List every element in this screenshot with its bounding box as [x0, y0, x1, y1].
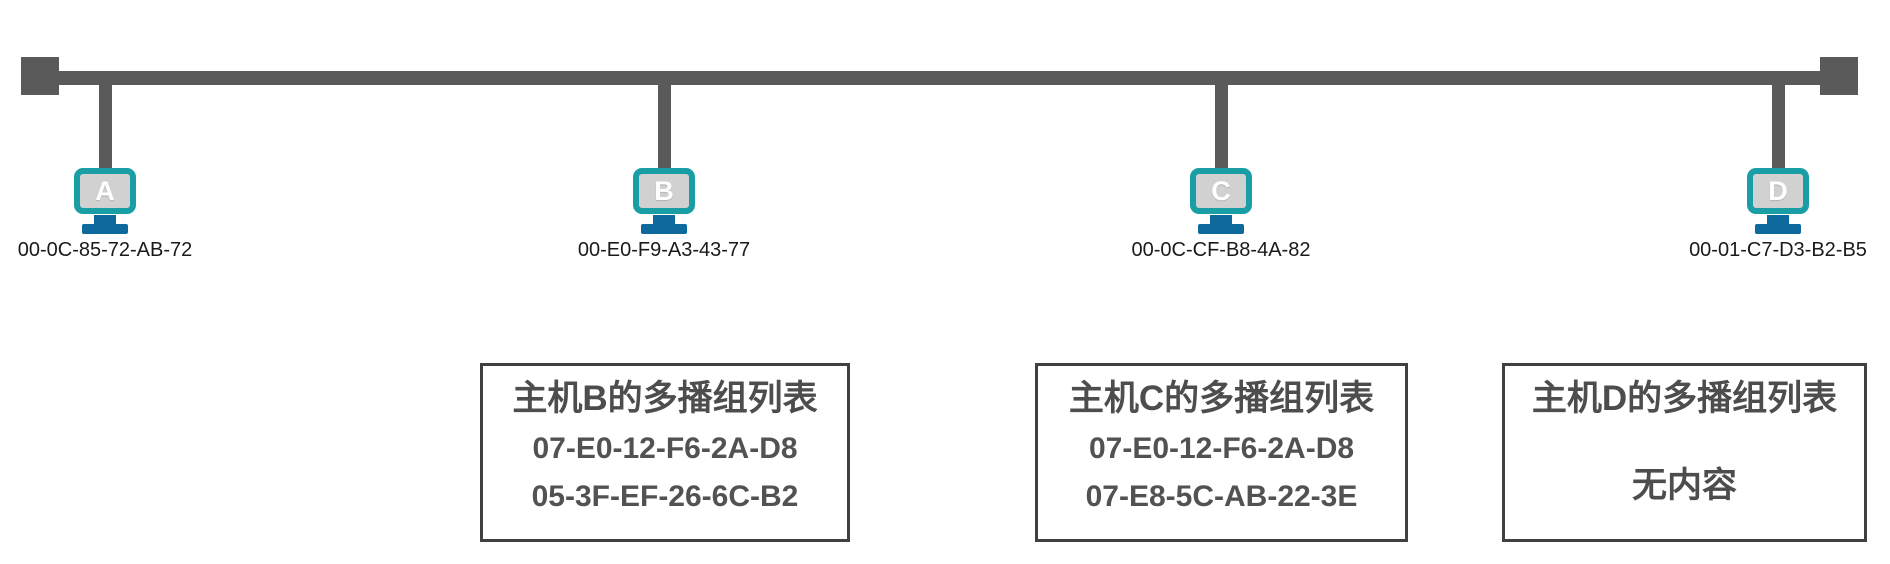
multicast-list-title-c: 主机C的多播组列表: [1068, 379, 1375, 418]
host-b: B 00-E0-F9-A3-43-77: [554, 78, 774, 262]
host-c-label: C: [1211, 175, 1231, 206]
multicast-group-address: 07-E8-5C-AB-22-3E: [1085, 480, 1358, 513]
host-d: D 00-01-C7-D3-B2-B5: [1668, 78, 1888, 262]
bus-terminator-right-icon: [1820, 57, 1858, 95]
host-a-label: A: [95, 175, 115, 206]
multicast-group-address: 05-3F-EF-26-6C-B2: [531, 480, 799, 513]
multicast-group-address: 07-E0-12-F6-2A-D8: [532, 432, 798, 465]
host-d-pc-stand-base: [1755, 224, 1801, 234]
host-a-drop-cable: [98, 78, 112, 168]
host-c-pc-icon: C: [1190, 168, 1252, 214]
host-c-drop-cable: [1214, 78, 1228, 168]
bus-cable: [30, 71, 1848, 85]
host-b-mac-address: 00-E0-F9-A3-43-77: [577, 239, 751, 261]
multicast-list-title-b: 主机B的多播组列表: [512, 379, 818, 418]
host-c-pc-stand-neck: [1210, 215, 1232, 224]
host-b-pc-icon: B: [633, 168, 695, 214]
host-b-pc-stand-base: [641, 224, 687, 234]
host-b-label: B: [654, 175, 674, 206]
host-a-pc-stand-base: [82, 224, 128, 234]
multicast-list-box-host-c: 主机C的多播组列表 07-E0-12-F6-2A-D8 07-E8-5C-AB-…: [1035, 363, 1408, 542]
host-a-mac-address: 00-0C-85-72-AB-72: [17, 239, 193, 261]
host-c-mac-address: 00-0C-CF-B8-4A-82: [1131, 239, 1311, 261]
multicast-list-box-host-d: 主机D的多播组列表 无内容: [1502, 363, 1867, 542]
host-b-drop-cable: [657, 78, 671, 168]
multicast-group-address: 07-E0-12-F6-2A-D8: [1088, 432, 1355, 465]
host-a-pc-icon: A: [74, 168, 136, 214]
host-d-pc-icon: D: [1747, 168, 1809, 214]
multicast-list-box-host-b: 主机B的多播组列表 07-E0-12-F6-2A-D8 05-3F-EF-26-…: [480, 363, 850, 542]
host-a: A 00-0C-85-72-AB-72: [0, 78, 215, 262]
host-d-pc-stand-neck: [1767, 215, 1789, 224]
multicast-list-empty-text: 无内容: [1631, 466, 1737, 505]
host-d-mac-address: 00-01-C7-D3-B2-B5: [1689, 239, 1867, 261]
host-c: C 00-0C-CF-B8-4A-82: [1111, 78, 1331, 262]
host-c-pc-stand-base: [1198, 224, 1244, 234]
host-d-label: D: [1768, 175, 1788, 206]
bus-terminator-left-icon: [21, 57, 59, 95]
host-b-pc-stand-neck: [653, 215, 675, 224]
host-d-drop-cable: [1771, 78, 1785, 168]
host-a-pc-stand-neck: [94, 215, 116, 224]
multicast-list-title-d: 主机D的多播组列表: [1531, 379, 1838, 418]
